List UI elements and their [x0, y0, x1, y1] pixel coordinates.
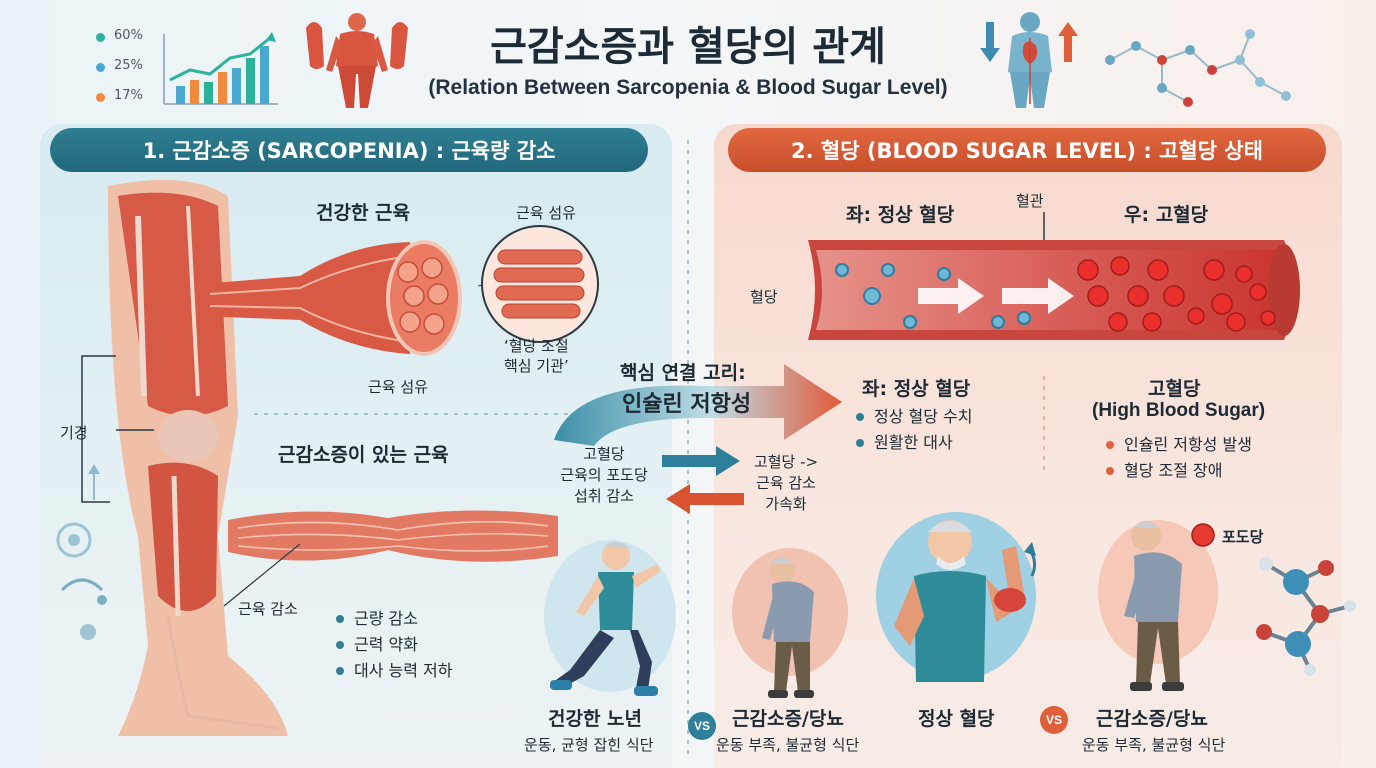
vs-badge-2: VS: [1040, 706, 1068, 734]
legend: 60% 25% 17%: [96, 28, 156, 108]
normal-sugar-title-top: 좌: 정상 혈당: [846, 204, 955, 226]
muscle-loss-pointer: [223, 543, 301, 607]
side-icons: [56, 464, 107, 640]
column-divider: [1043, 376, 1045, 476]
healthy-senior-label: 건강한 노년: [548, 708, 643, 730]
tendon-label: 기경: [60, 424, 88, 442]
page-subtitle: (Relation Between Sarcopenia & Blood Sug…: [428, 76, 948, 99]
link-label-2: 인슐린 저항성: [622, 392, 752, 417]
muscle-body-icon: [306, 13, 408, 108]
growth-chart-icon: [163, 32, 278, 105]
healthy-senior-sub: 운동, 균형 잡힌 식단: [524, 736, 654, 754]
blood-sugar-label: 혈당: [750, 288, 778, 306]
sarcopenia-muscle-title: 근감소증이 있는 근육: [278, 444, 449, 466]
bullet-item: 대사 능력 저하: [336, 658, 453, 684]
legend-dot-blue: [96, 63, 105, 72]
glucose-label: 포도당: [1222, 528, 1264, 546]
healthy-muscle-illustration: [200, 240, 462, 356]
flow-right-arrow: [662, 446, 740, 476]
high-sugar-title: 고혈당: [1148, 378, 1201, 400]
insulin-resistance-arrow: [554, 364, 842, 446]
tendon-pointer: [81, 355, 154, 503]
bullet-item: 정상 혈당 수치: [856, 404, 973, 430]
page-title: 근감소증과 혈당의 관계: [490, 24, 886, 70]
legend-dot-green: [96, 33, 105, 42]
healthy-senior-figure: [544, 540, 676, 696]
flow-left-arrow: [666, 484, 744, 514]
legend-dot-orange: [96, 93, 105, 102]
molecule-icon-bottom: [1256, 557, 1356, 676]
strong-senior-figure: [876, 512, 1037, 682]
bullet-item: 혈당 조절 장애: [1106, 458, 1252, 484]
molecule-icon-top: [1105, 29, 1291, 107]
normal-sugar-title: 좌: 정상 혈당: [862, 378, 971, 400]
vessel-label: 혈관: [1016, 192, 1044, 210]
blood-sugar-banner: 2. 혈당 (BLOOD SUGAR LEVEL) : 고혈당 상태: [728, 128, 1326, 172]
legend-label-2: 25%: [114, 58, 143, 73]
panel-divider: [687, 140, 689, 760]
link-label-1: 핵심 연결 고리:: [620, 362, 746, 384]
leg-anatomy-illustration: [108, 179, 288, 736]
sarcopenia-diabetes-label-2: 근감소증/당뇨: [1096, 708, 1208, 730]
circulation-body-icon: [980, 12, 1078, 108]
fiber-label-bottom: 근육 섬유: [368, 378, 428, 396]
sarcopenia-diabetes-sub: 운동 부족, 불균형 식단: [716, 736, 860, 754]
sarcopenia-bullets: 근량 감소 근력 약화 대사 능력 저하: [336, 606, 453, 684]
high-sugar-bullets: 인슐린 저항성 발생 혈당 조절 장애: [1106, 432, 1252, 484]
high-sugar-title-top: 우: 고혈당: [1124, 204, 1209, 226]
bullet-item: 근력 약화: [336, 632, 453, 658]
legend-label-1: 60%: [114, 28, 143, 43]
bullet-item: 근량 감소: [336, 606, 453, 632]
glucose-dot-icon: [1191, 523, 1215, 547]
normal-sugar-bullets: 정상 혈당 수치 원활한 대사: [856, 404, 973, 456]
normal-sugar-label: 정상 혈당: [918, 708, 995, 730]
sarcopenia-muscle-illustration: [228, 510, 558, 562]
flow-right-text: 고혈당 -> 근육 감소 가속화: [753, 453, 819, 513]
high-sugar-subtitle: (High Blood Sugar): [1092, 400, 1266, 421]
blood-vessel-illustration: [808, 240, 1300, 340]
sarcopenia-banner: 1. 근감소증 (SARCOPENIA) : 근육량 감소: [50, 128, 648, 172]
vs-badge-1: VS: [688, 712, 716, 740]
fiber-label-top: 근육 섬유: [516, 204, 576, 222]
bullet-item: 인슐린 저항성 발생: [1106, 432, 1252, 458]
muscle-loss-label: 근육 감소: [238, 600, 298, 618]
flow-left-text: 고혈당 근육의 포도당 섭취 감소: [560, 445, 648, 505]
sarcopenia-diabetes-label: 근감소증/당뇨: [732, 708, 844, 730]
core-organ-label: ‘혈당 조절 핵심 기관’: [504, 337, 569, 375]
sarcopenic-senior-figure: [732, 548, 848, 698]
healthy-muscle-title: 건강한 근육: [316, 202, 411, 224]
hyperglycemic-senior-figure: [1098, 520, 1218, 691]
sarcopenia-diabetes-sub-2: 운동 부족, 불균형 식단: [1082, 736, 1226, 754]
bullet-item: 원활한 대사: [856, 430, 973, 456]
muscle-fiber-zoom: [478, 225, 599, 343]
legend-label-3: 17%: [114, 88, 143, 103]
